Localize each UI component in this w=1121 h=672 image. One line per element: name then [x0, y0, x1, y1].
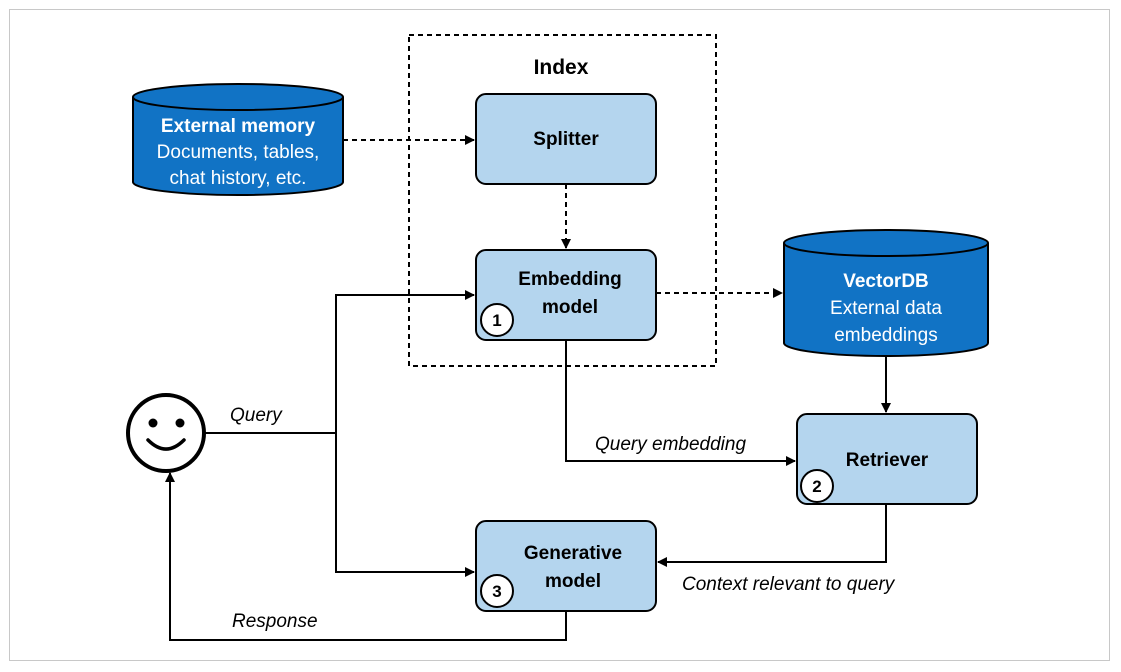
- edge-query-to-generative: [335, 433, 475, 577]
- step-number-1: 1: [492, 311, 501, 330]
- vectordb-line1: External data: [830, 298, 942, 319]
- label-query-embedding: Query embedding: [595, 434, 746, 455]
- generative-model-box: Generative model 3: [475, 520, 657, 612]
- embedding-model-box: Embedding model 1: [475, 249, 657, 341]
- index-region: [408, 34, 717, 367]
- vectordb-line2: embeddings: [834, 325, 938, 346]
- index-title: Index: [534, 56, 589, 79]
- vectordb-title: VectorDB: [843, 271, 929, 292]
- step-badge-2: [800, 469, 834, 503]
- step-badge-1: [480, 303, 514, 337]
- retriever-label: Retriever: [846, 450, 929, 471]
- step-number-3: 3: [492, 582, 501, 601]
- step-number-2: 2: [812, 477, 821, 496]
- embedding-model-line1: Embedding: [518, 269, 621, 290]
- diagram-frame: [9, 9, 1110, 661]
- edge-query-to-embedding: [335, 290, 475, 433]
- user-smiley-icon: [126, 393, 206, 473]
- generative-model-line2: model: [545, 571, 601, 592]
- external-memory-line2: chat history, etc.: [170, 168, 307, 189]
- external-memory-title: External memory: [161, 116, 316, 137]
- edge-retriever-to-generative: [657, 504, 887, 567]
- label-response: Response: [232, 611, 318, 632]
- splitter-box: Splitter: [475, 93, 657, 185]
- external-memory-line1: Documents, tables,: [157, 142, 320, 163]
- vectordb-cylinder: VectorDB External data embeddings: [783, 229, 989, 357]
- edge-generative-to-user: [165, 472, 567, 641]
- splitter-label: Splitter: [533, 129, 599, 150]
- external-memory-cylinder: External memory Documents, tables, chat …: [132, 83, 344, 196]
- embedding-model-line2: model: [542, 297, 598, 318]
- generative-model-line1: Generative: [524, 543, 622, 564]
- step-badge-3: [480, 574, 514, 608]
- retriever-box: Retriever 2: [796, 413, 978, 505]
- label-context: Context relevant to query: [682, 574, 896, 595]
- edge-embedding-to-retriever: [565, 340, 796, 466]
- label-query: Query: [230, 405, 283, 426]
